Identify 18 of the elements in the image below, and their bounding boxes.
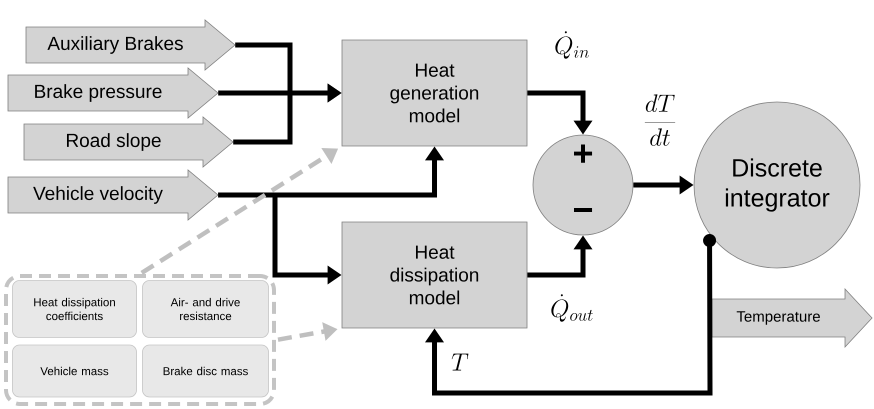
- parameter-box: Brake disc mass: [142, 344, 269, 398]
- parameter-box: Heat dissipation coefficients: [12, 280, 137, 338]
- edge-label: $\dot{Q}_{out}$: [549, 293, 595, 323]
- edge-label: $T$: [450, 352, 470, 372]
- input-block: Auxiliary Brakes: [26, 19, 236, 71]
- parameter-group: [4, 274, 276, 406]
- edge-label: $\dot{Q}_{in}$: [553, 30, 591, 60]
- parameter-box: Air- and drive resistance: [142, 280, 269, 338]
- model-box: Heat dissipation model: [342, 222, 528, 328]
- edge-label: $\frac{dT}{dt}$: [642, 93, 678, 147]
- model-box: Heat generation model: [342, 40, 528, 146]
- input-block: Brake pressure: [8, 67, 219, 119]
- output-block: Temperature: [712, 288, 873, 348]
- summing-junction: + −: [532, 134, 634, 236]
- input-block: Vehicle velocity: [8, 169, 219, 221]
- parameter-box: Vehicle mass: [12, 344, 137, 398]
- arrow: [425, 234, 716, 396]
- input-block: Road slope: [24, 116, 234, 168]
